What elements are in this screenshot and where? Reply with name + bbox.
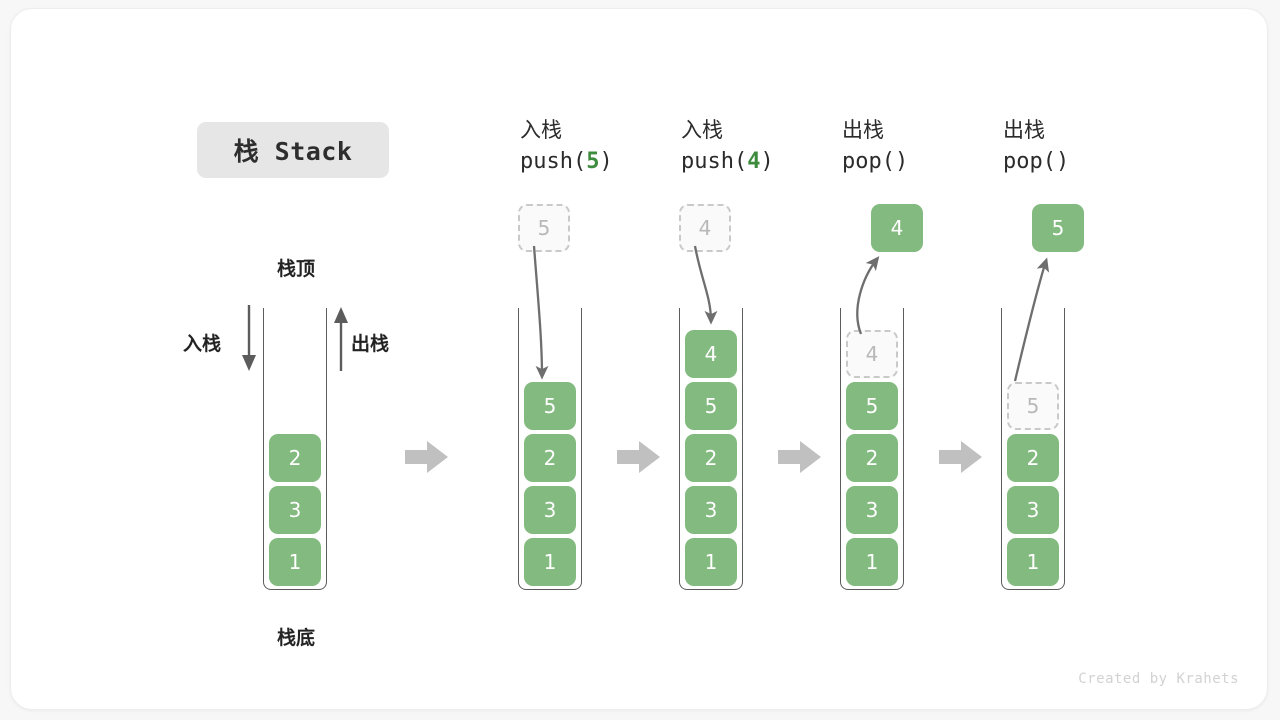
stack-frame (1001, 308, 1065, 590)
stack-frame (679, 308, 743, 590)
stack-after-pop-1: 1 3 2 5 4 (840, 308, 904, 590)
transition-arrow-icon-3 (939, 441, 982, 473)
stack-cell-removed: 4 (846, 330, 898, 378)
step-header-line2: pop() (842, 145, 1032, 179)
call-prefix: push( (681, 149, 748, 174)
call-argument: 5 (586, 149, 600, 174)
stack-cell: 3 (524, 486, 576, 534)
stack-cell: 2 (269, 434, 321, 482)
call-suffix: ) (760, 149, 774, 174)
stack-cell: 1 (846, 538, 898, 586)
stack-cell: 3 (269, 486, 321, 534)
step-header-line1: 入栈 (520, 118, 562, 142)
stack-cell-removed: 5 (1007, 382, 1059, 430)
stack-cell: 1 (524, 538, 576, 586)
transition-arrow-icon-0 (405, 441, 448, 473)
transition-arrow-icon-1 (617, 441, 660, 473)
stack-cell: 5 (685, 382, 737, 430)
step-header-push-5: 入栈 push(5) (520, 115, 710, 179)
call-prefix: push( (520, 149, 587, 174)
stack-top-label: 栈顶 (276, 258, 315, 280)
stack-cell: 3 (846, 486, 898, 534)
stack-cells: 1 3 2 (269, 434, 321, 586)
stack-cell: 3 (685, 486, 737, 534)
stack-frame (840, 308, 904, 590)
step-header-line2: pop() (1003, 145, 1193, 179)
step-header-line2: push(5) (520, 145, 710, 179)
incoming-box-5: 5 (518, 204, 570, 252)
stack-cell: 1 (1007, 538, 1059, 586)
step-header-line1: 出栈 (1003, 118, 1045, 142)
pop-direction-arrow-icon (334, 307, 348, 371)
stack-frame (263, 308, 327, 590)
stack-after-push-5: 1 3 2 5 (518, 308, 582, 590)
stack-cell: 2 (685, 434, 737, 482)
initial-stack: 1 3 2 (263, 308, 327, 590)
stack-after-pop-2: 1 3 2 5 (1001, 308, 1065, 590)
call-prefix: pop( (1003, 149, 1056, 174)
step-header-line1: 入栈 (681, 118, 723, 142)
credit-text: Created by Krahets (1078, 671, 1239, 687)
diagram-title-badge: 栈 Stack (197, 122, 389, 178)
stack-cell: 2 (846, 434, 898, 482)
push-direction-label: 入栈 (183, 333, 222, 355)
call-prefix: pop( (842, 149, 895, 174)
call-suffix: ) (599, 149, 613, 174)
popped-box-4: 4 (871, 204, 923, 252)
stack-cell: 1 (685, 538, 737, 586)
incoming-box-4: 4 (679, 204, 731, 252)
stack-cell: 1 (269, 538, 321, 586)
pop-direction-label: 出栈 (351, 333, 390, 355)
stack-cells: 1 3 2 5 4 (846, 330, 898, 586)
stack-cells: 1 3 2 5 (524, 382, 576, 586)
stack-cell: 3 (1007, 486, 1059, 534)
call-suffix: ) (894, 149, 909, 174)
call-argument: 4 (747, 149, 761, 174)
step-header-line1: 出栈 (842, 118, 884, 142)
push-direction-arrow-icon (242, 305, 256, 371)
stack-after-push-4: 1 3 2 5 4 (679, 308, 743, 590)
step-header-push-4: 入栈 push(4) (681, 115, 871, 179)
stack-cell: 4 (685, 330, 737, 378)
stack-cell: 5 (524, 382, 576, 430)
step-header-line2: push(4) (681, 145, 871, 179)
step-header-pop-2: 出栈 pop() (1003, 115, 1193, 179)
stack-frame (518, 308, 582, 590)
stack-cells: 1 3 2 5 4 (685, 330, 737, 586)
transition-arrow-icon-2 (778, 441, 821, 473)
stack-cell: 2 (524, 434, 576, 482)
popped-box-5: 5 (1032, 204, 1084, 252)
stack-cell: 5 (846, 382, 898, 430)
diagram-card: 栈 Stack 栈顶 栈底 入栈 出栈 1 3 2 (10, 8, 1268, 710)
step-header-pop-1: 出栈 pop() (842, 115, 1032, 179)
stack-bottom-label: 栈底 (276, 627, 315, 649)
stack-cells: 1 3 2 5 (1007, 382, 1059, 586)
stack-cell: 2 (1007, 434, 1059, 482)
call-suffix: ) (1055, 149, 1070, 174)
